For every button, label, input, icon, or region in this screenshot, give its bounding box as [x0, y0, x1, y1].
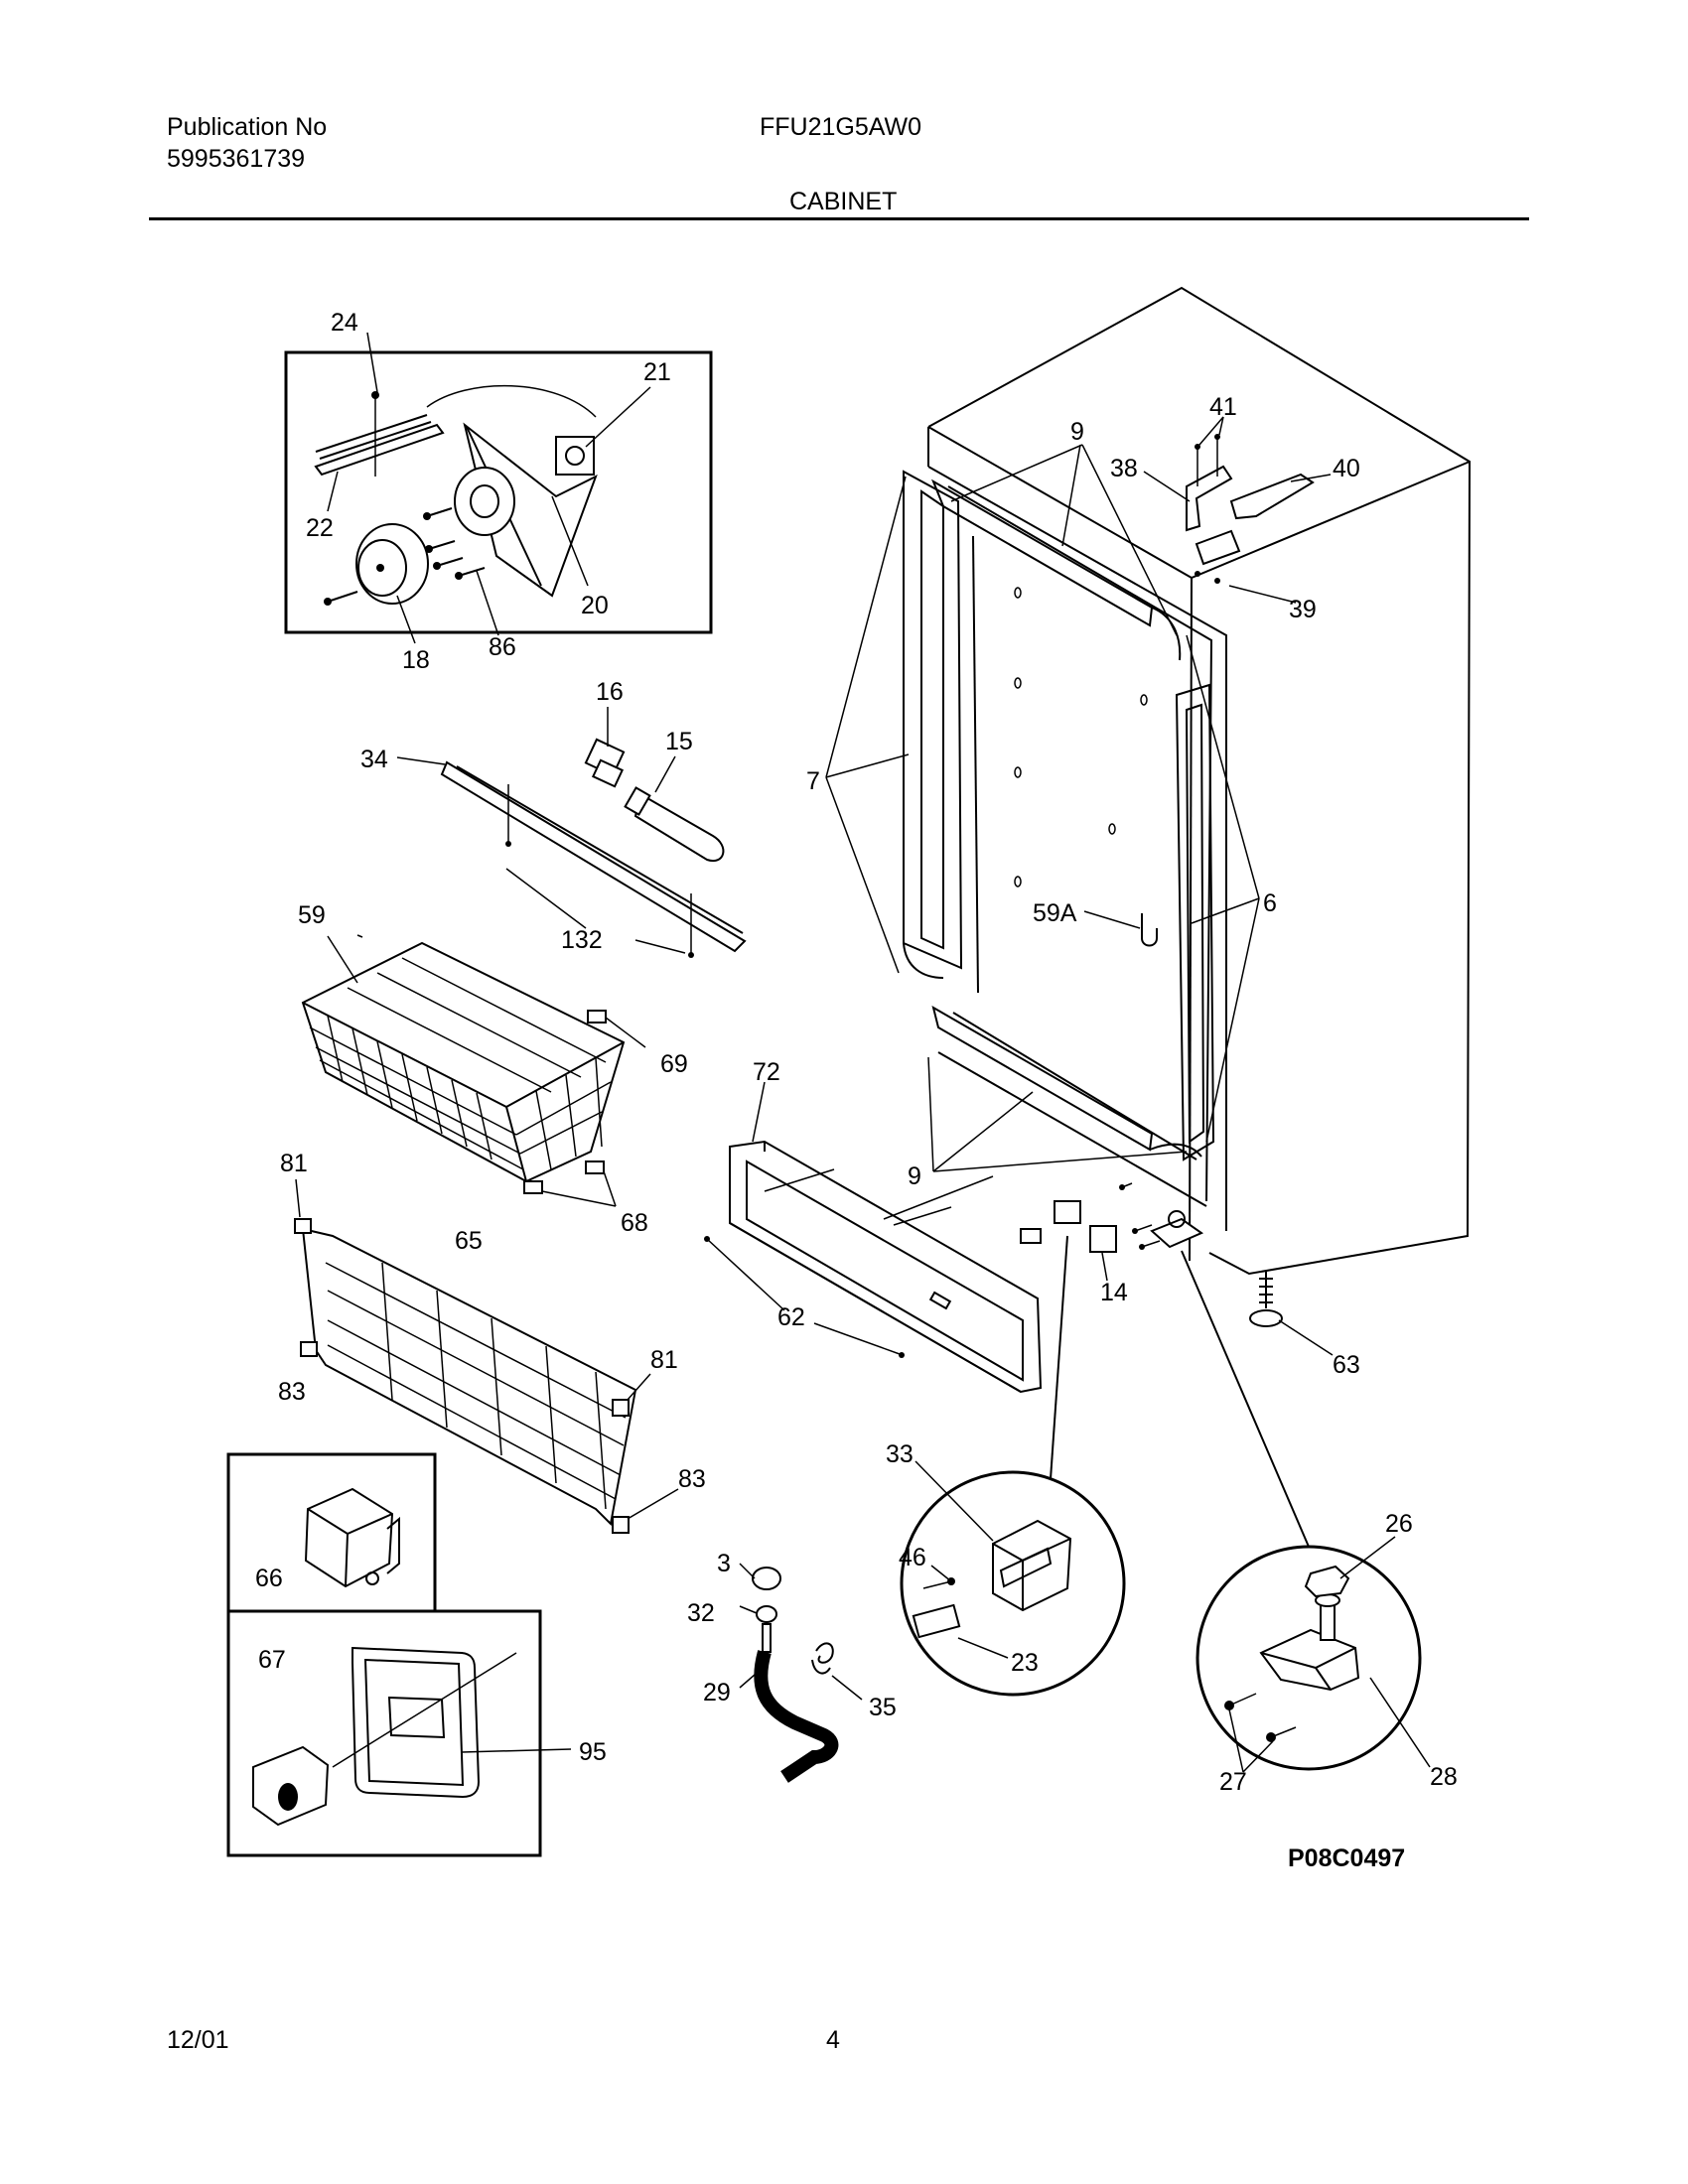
callout-65: 65	[455, 1227, 483, 1255]
callout-22: 22	[306, 514, 334, 542]
detail-circle-33	[900, 1460, 1126, 1697]
callout-81-right: 81	[650, 1346, 678, 1374]
callout-83-left: 83	[278, 1378, 306, 1406]
callout-95: 95	[579, 1738, 607, 1766]
callout-28: 28	[1430, 1763, 1458, 1791]
callout-83-right: 83	[678, 1465, 706, 1493]
callout-9-bottom: 9	[908, 1162, 921, 1190]
callout-23: 23	[1011, 1649, 1039, 1677]
component-inset-66	[226, 1452, 437, 1613]
callout-3: 3	[717, 1550, 731, 1577]
callout-20: 20	[581, 592, 609, 619]
callout-41: 41	[1209, 393, 1237, 421]
callout-46: 46	[899, 1544, 926, 1571]
callout-18: 18	[402, 646, 430, 674]
callout-67: 67	[258, 1646, 286, 1674]
publication-label: Publication No	[167, 113, 328, 141]
callout-9-top: 9	[1070, 418, 1084, 446]
callout-81-top: 81	[280, 1150, 308, 1177]
callout-66: 66	[255, 1565, 283, 1592]
callout-63: 63	[1333, 1351, 1360, 1379]
switch-inset	[226, 1609, 572, 1857]
callout-labels: 24 21 22 20 18 86 16 15 34 132 59 69 81 …	[255, 309, 1458, 1796]
callout-38: 38	[1110, 455, 1138, 482]
model-number: FFU21G5AW0	[760, 113, 922, 141]
callout-29: 29	[703, 1679, 731, 1706]
toe-grille	[704, 1081, 1043, 1394]
callout-59A: 59A	[1033, 899, 1077, 927]
callout-21: 21	[643, 358, 671, 386]
fan-motor-inset	[284, 332, 713, 644]
callout-72: 72	[753, 1058, 780, 1086]
callout-15: 15	[665, 728, 693, 755]
callout-34: 34	[360, 746, 388, 773]
freezer-cabinet	[825, 286, 1472, 1276]
callout-86: 86	[489, 633, 516, 661]
page-number: 4	[826, 2026, 840, 2054]
callout-26: 26	[1385, 1510, 1413, 1538]
callout-35: 35	[869, 1694, 897, 1721]
basket-divider	[294, 1178, 679, 1534]
callout-6: 6	[1263, 889, 1277, 917]
publication-number: 5995361739	[167, 145, 306, 173]
callout-59: 59	[298, 901, 326, 929]
light-assembly	[396, 707, 747, 958]
drain-tube-assembly	[739, 1563, 863, 1783]
callout-24: 24	[331, 309, 358, 337]
wire-basket	[301, 934, 646, 1207]
callout-27: 27	[1219, 1768, 1247, 1796]
header-rule	[149, 217, 1529, 220]
callout-33: 33	[886, 1440, 914, 1468]
callout-39: 39	[1289, 596, 1317, 623]
callout-69: 69	[660, 1050, 688, 1078]
callout-16: 16	[596, 678, 624, 706]
callout-32: 32	[687, 1599, 715, 1627]
footer-date: 12/01	[167, 2026, 229, 2054]
callout-40: 40	[1333, 455, 1360, 482]
callout-62: 62	[777, 1303, 805, 1331]
bottom-hinge-area	[1020, 1182, 1334, 1548]
detail-circle-26	[1196, 1536, 1431, 1773]
callout-68: 68	[621, 1209, 648, 1237]
callout-132: 132	[561, 926, 603, 954]
callout-14: 14	[1100, 1279, 1128, 1306]
callout-7: 7	[806, 767, 820, 795]
section-title: CABINET	[789, 188, 898, 215]
figure-code: P08C0497	[1288, 1844, 1406, 1872]
